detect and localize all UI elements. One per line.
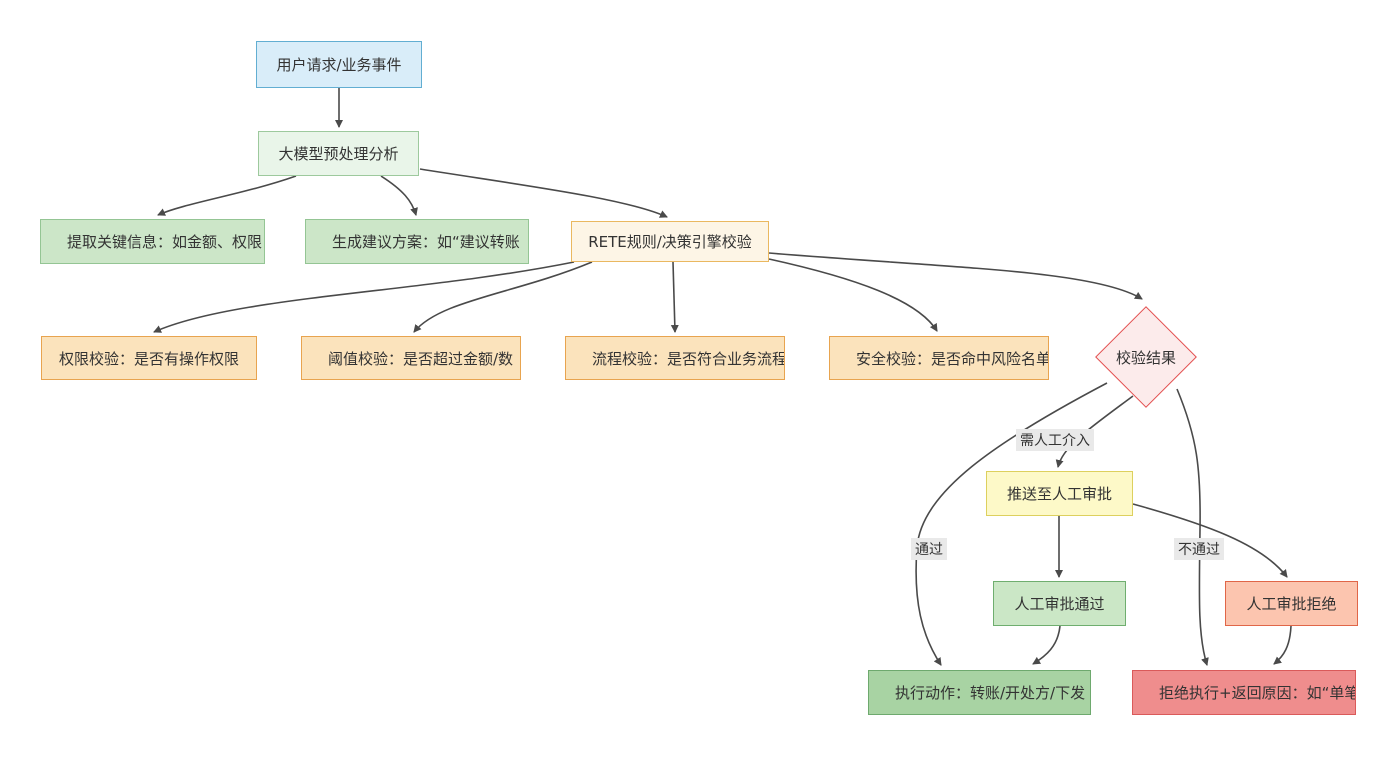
node-perm-check: 权限校验：是否有操作权限 — [41, 336, 257, 380]
node-user-request: 用户请求/业务事件 — [256, 41, 422, 88]
node-suggest-plan-label: 生成建议方案：如“建议转账 — [332, 233, 520, 251]
node-manual-pass-label: 人工审批通过 — [1014, 595, 1105, 613]
edge-label-need-manual: 需人工介入 — [1016, 429, 1094, 451]
node-rete-engine-label: RETE规则/决策引擎校验 — [588, 233, 752, 251]
edge-rete-to-result — [768, 252, 1143, 300]
node-manual-pass: 人工审批通过 — [993, 581, 1126, 626]
edge-llm-to-rete — [419, 168, 668, 218]
edge-rete-to-security — [768, 258, 938, 332]
edge-llm-to-suggest — [380, 175, 418, 216]
node-suggest-plan: 生成建议方案：如“建议转账 — [305, 219, 529, 264]
node-threshold-check-label: 阈值校验：是否超过金额/数 — [328, 349, 514, 368]
edge-label-pass: 通过 — [911, 538, 947, 560]
node-process-check: 流程校验：是否符合业务流程 — [565, 336, 785, 380]
edge-result-to-execute — [915, 382, 1108, 666]
edge-rete-to-perm — [153, 261, 575, 333]
edge-push-to-manualreject — [1132, 503, 1288, 578]
node-reject-execute-label: 拒绝执行+返回原因：如“单笔 — [1159, 684, 1356, 702]
edge-result-to-reject — [1176, 388, 1209, 666]
node-reject-execute: 拒绝执行+返回原因：如“单笔 — [1132, 670, 1356, 715]
edge-manualreject-to-reject — [1273, 625, 1292, 665]
node-user-request-label: 用户请求/业务事件 — [276, 56, 402, 74]
node-check-result-label: 校验结果 — [1115, 348, 1176, 367]
node-manual-reject-label: 人工审批拒绝 — [1246, 595, 1337, 613]
node-security-check: 安全校验：是否命中风险名单 — [829, 336, 1049, 380]
node-manual-reject: 人工审批拒绝 — [1225, 581, 1358, 626]
node-extract-info: 提取关键信息：如金额、权限 — [40, 219, 265, 264]
node-rete-engine: RETE规则/决策引擎校验 — [571, 221, 769, 262]
node-push-manual-label: 推送至人工审批 — [1006, 485, 1112, 503]
node-process-check-label: 流程校验：是否符合业务流程 — [592, 349, 785, 368]
node-push-manual: 推送至人工审批 — [986, 471, 1133, 516]
node-execute-action: 执行动作：转账/开处方/下发 — [868, 670, 1091, 715]
edge-label-fail: 不通过 — [1174, 538, 1224, 560]
node-extract-info-label: 提取关键信息：如金额、权限 — [67, 233, 263, 251]
node-threshold-check: 阈值校验：是否超过金额/数 — [301, 336, 521, 380]
node-llm-preprocess: 大模型预处理分析 — [258, 131, 419, 176]
node-llm-preprocess-label: 大模型预处理分析 — [278, 145, 399, 163]
edge-manualpass-to-execute — [1032, 625, 1061, 665]
node-execute-action-label: 执行动作：转账/开处方/下发 — [895, 684, 1086, 702]
node-check-result: 校验结果 — [1095, 306, 1197, 408]
node-security-check-label: 安全校验：是否命中风险名单 — [856, 349, 1049, 368]
node-perm-check-label: 权限校验：是否有操作权限 — [58, 349, 239, 368]
edge-llm-to-extract — [157, 175, 297, 216]
edge-rete-to-threshold — [413, 261, 593, 333]
edge-rete-to-process — [670, 261, 679, 333]
